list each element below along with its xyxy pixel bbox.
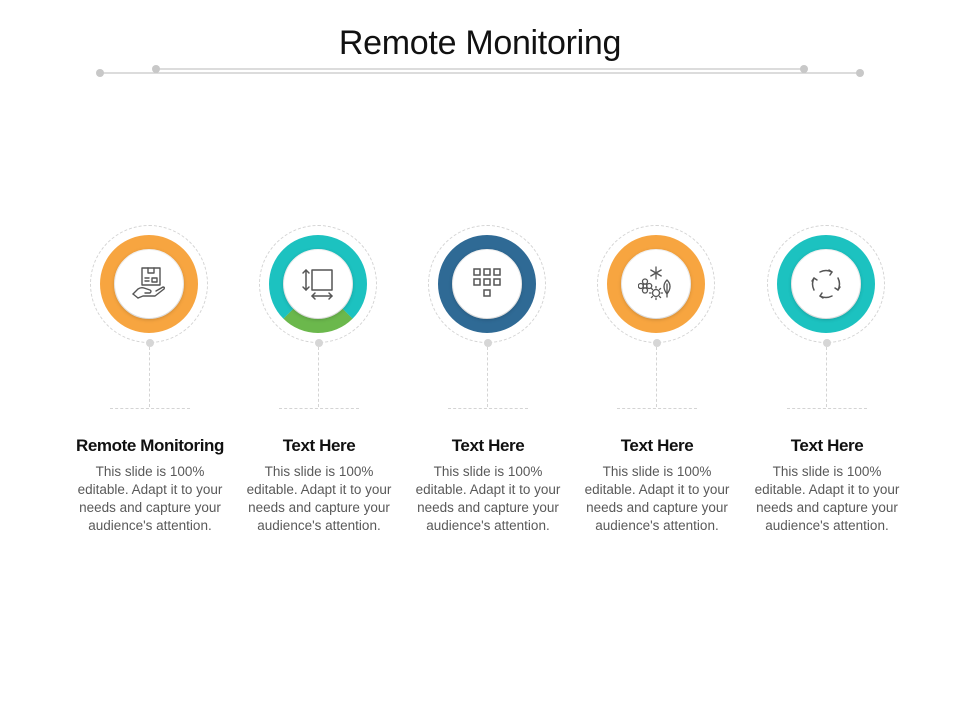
slide-title: Remote Monitoring bbox=[338, 24, 622, 62]
step-item-4: Text Here This slide is 100% editable. A… bbox=[567, 225, 747, 565]
step-item-1: Remote Monitoring This slide is 100% edi… bbox=[60, 225, 240, 565]
item-heading-5: Text Here bbox=[790, 436, 864, 455]
item-description-2: This slide is 100% editable. Adapt it to… bbox=[246, 464, 392, 533]
resize-icon bbox=[302, 269, 333, 300]
item-heading-4: Text Here bbox=[620, 436, 694, 455]
item-heading-1: Remote Monitoring bbox=[75, 436, 225, 455]
item-description-1: This slide is 100% editable. Adapt it to… bbox=[77, 464, 223, 533]
step-item-5: Text Here This slide is 100% editable. A… bbox=[737, 225, 917, 565]
item-description-4: This slide is 100% editable. Adapt it to… bbox=[584, 464, 730, 533]
item-description-3: This slide is 100% editable. Adapt it to… bbox=[415, 464, 561, 533]
step-item-3: Text Here This slide is 100% editable. A… bbox=[398, 225, 578, 565]
refresh-cycle-icon bbox=[811, 269, 841, 299]
item-heading-2: Text Here bbox=[282, 436, 356, 455]
item-description-5: This slide is 100% editable. Adapt it to… bbox=[754, 464, 900, 533]
item-heading-3: Text Here bbox=[451, 436, 525, 455]
hand-box-icon bbox=[132, 267, 166, 299]
step-item-2: Text Here This slide is 100% editable. A… bbox=[229, 225, 409, 565]
seasons-icon bbox=[638, 266, 671, 301]
title-underline-decoration bbox=[96, 65, 864, 77]
keypad-icon bbox=[473, 268, 501, 297]
